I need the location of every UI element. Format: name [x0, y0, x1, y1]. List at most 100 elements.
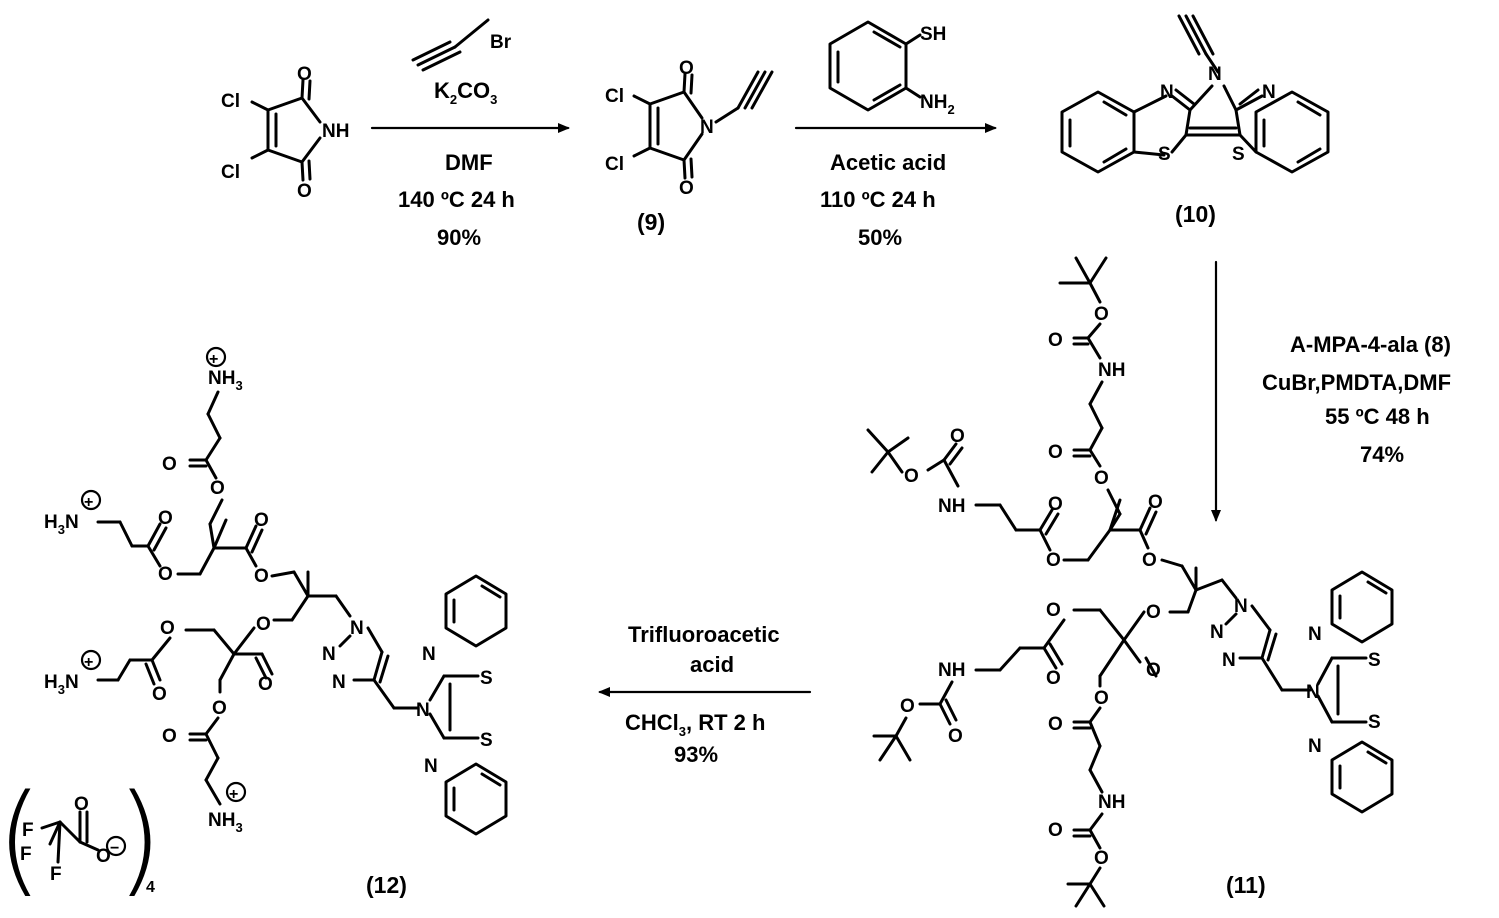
- step4-yield: 93%: [674, 742, 718, 767]
- o-atom: O: [900, 696, 915, 717]
- o-atom: O: [1048, 494, 1063, 515]
- nh-atom: NH: [1098, 792, 1125, 813]
- s-atom-1: S: [1158, 144, 1171, 165]
- plus-charge: +: [209, 351, 218, 368]
- s-atom: S: [480, 730, 493, 751]
- o-atom: O: [254, 510, 269, 531]
- step2-solvent: Acetic acid: [830, 150, 946, 175]
- n-atom: N: [350, 618, 364, 639]
- step3-reagent: A-MPA-4-ala (8): [1290, 332, 1451, 357]
- step1-temperature: 140 ºC 24 h: [398, 187, 515, 212]
- step1-reagent-propargyl-bromide: Br: [411, 18, 512, 72]
- o-atom: O: [162, 726, 177, 747]
- plus-charge: +: [229, 786, 238, 803]
- o-atom: O: [256, 614, 271, 635]
- f-atom: F: [50, 864, 62, 885]
- n-atom: N: [322, 644, 336, 665]
- step3-temperature: 55 ºC 48 h: [1325, 404, 1430, 429]
- step1-reagent: K2CO3: [434, 78, 497, 107]
- o-atom: O: [1094, 688, 1109, 709]
- paren-left: (: [0, 770, 43, 909]
- o-atom: O: [162, 454, 177, 475]
- o-atom: O: [950, 426, 965, 447]
- o-atom: O: [74, 794, 89, 815]
- n-atom: N: [332, 672, 346, 693]
- nh2-group: NH2: [920, 92, 955, 117]
- nh3-group-2: NH3: [208, 810, 243, 835]
- n-atom: N: [424, 756, 438, 777]
- o-atom-1: O: [679, 58, 694, 79]
- n-atom: N: [1210, 622, 1224, 643]
- f-atom: F: [20, 844, 32, 865]
- nh-atom: NH: [1098, 360, 1125, 381]
- s-atom: S: [480, 668, 493, 689]
- o-atom: O: [1046, 668, 1061, 689]
- step2-reagent-aminothiophenol: SH NH2: [828, 20, 955, 117]
- structure-compound-10: N N N S S: [1060, 14, 1330, 174]
- o-atom: O: [1094, 468, 1109, 489]
- s-atom: S: [1368, 650, 1381, 671]
- step2-yield: 50%: [858, 225, 902, 250]
- compound-label-10: (10): [1175, 201, 1216, 227]
- o-atom: O: [210, 478, 225, 499]
- cl-atom-1: Cl: [605, 86, 624, 107]
- o-atom: O: [1094, 848, 1109, 869]
- n-atom-2: N: [1208, 64, 1222, 85]
- o-atom: O: [160, 618, 175, 639]
- n-atom: N: [1308, 624, 1322, 645]
- o-atom-2: O: [297, 181, 312, 202]
- step2-temperature: 110 ºC 24 h: [820, 187, 936, 212]
- cl-atom-2: Cl: [605, 154, 624, 175]
- step4-reagent-line1: Trifluoroacetic: [628, 622, 780, 647]
- o-atom: O: [1146, 660, 1161, 681]
- s-atom: S: [1368, 712, 1381, 733]
- br-atom: Br: [490, 32, 512, 53]
- o-atom: O: [158, 564, 173, 585]
- n-atom: N: [700, 117, 714, 138]
- compound-label-11: (11): [1226, 872, 1266, 898]
- minus-charge: −: [110, 840, 119, 857]
- cl-atom-1: Cl: [221, 91, 240, 112]
- structure-compound-12: NH3 + O O H3N + O O O O: [44, 346, 508, 836]
- structure-compound-11: O O NH O O O O NH O O: [866, 256, 1394, 908]
- o-atom-1: O: [297, 64, 312, 85]
- structure-compound-9: Cl Cl O O N: [605, 58, 774, 199]
- step1-yield: 90%: [437, 225, 481, 250]
- cl-atom-2: Cl: [221, 162, 240, 183]
- step4-reagent-line2: acid: [690, 652, 734, 677]
- sh-group: SH: [920, 24, 946, 45]
- structure-trifluoroacetate: ( ) 4 O O − F F F: [0, 770, 163, 909]
- o-atom-2: O: [679, 178, 694, 199]
- o-atom: O: [152, 684, 167, 705]
- step1-solvent: DMF: [445, 150, 493, 175]
- o-atom: O: [1048, 442, 1063, 463]
- compound-label-9: (9): [637, 209, 665, 235]
- step4-solvent: CHCl3, RT 2 h: [625, 710, 765, 739]
- o-atom: O: [258, 674, 273, 695]
- o-atom: O: [1146, 602, 1161, 623]
- o-atom: O: [254, 566, 269, 587]
- o-atom: O: [1046, 550, 1061, 571]
- o-atom: O: [212, 698, 227, 719]
- compound-label-12: (12): [366, 872, 407, 898]
- h3n-group-2: H3N: [44, 672, 79, 697]
- o-atom: O: [1142, 550, 1157, 571]
- o-atom: O: [1148, 492, 1163, 513]
- ion-count: 4: [146, 879, 155, 896]
- n-atom: N: [1234, 596, 1248, 617]
- f-atom: F: [22, 820, 34, 841]
- o-atom: O: [948, 726, 963, 747]
- o-atom: O: [904, 466, 919, 487]
- plus-charge: +: [84, 494, 93, 511]
- plus-charge: +: [84, 654, 93, 671]
- o-atom: O: [96, 846, 111, 867]
- n-atom-1: N: [1160, 82, 1174, 103]
- o-atom: O: [158, 508, 173, 529]
- nh-atom: NH: [938, 496, 965, 517]
- o-atom: O: [1048, 714, 1063, 735]
- o-atom: O: [1048, 820, 1063, 841]
- structure-dichloromaleimide: Cl Cl O O NH: [221, 64, 349, 202]
- n-atom-3: N: [1262, 82, 1276, 103]
